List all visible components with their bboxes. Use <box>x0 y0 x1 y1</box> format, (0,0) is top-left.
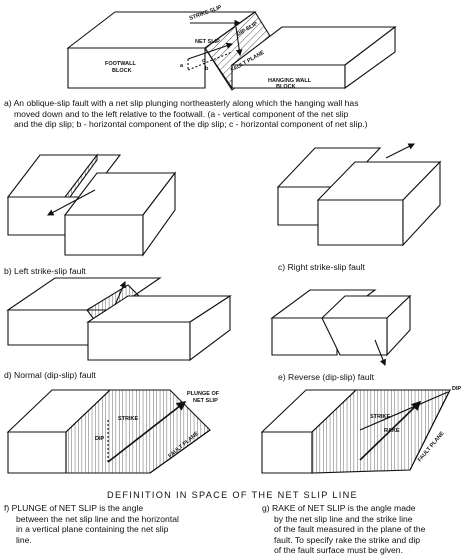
slip-arrow-left <box>47 189 96 216</box>
panel-d-normal-fault <box>6 277 232 362</box>
caption-e-text: Reverse (dip-slip) fault <box>288 372 375 382</box>
caption-f-letter: f) <box>4 503 10 513</box>
footwall-label: FOOTWALL <box>105 61 136 67</box>
panel-e-reverse-fault <box>270 289 412 367</box>
caption-a-line-1: An oblique-slip fault with a net slip pl… <box>13 98 359 108</box>
plunge-label-2: NET SLIP <box>193 398 218 404</box>
strike-label-g: STRIKE <box>370 414 391 420</box>
caption-g-letter: g) <box>262 503 270 513</box>
reverse-slip-arrow <box>374 339 387 367</box>
slip-arrow-right <box>385 143 415 159</box>
panel-a-oblique-slip-diagram <box>66 11 397 91</box>
component-c-label: c <box>202 58 205 64</box>
caption-g-line-4: fault. To specify rake the strike and di… <box>274 534 421 545</box>
caption-d-letter: d) <box>4 370 12 380</box>
caption-g: g) RAKE of NET SLIP is the angle made by… <box>262 503 462 556</box>
caption-b: b) Left strike-slip fault <box>4 266 86 277</box>
hangingwall-block-label: BLOCK <box>276 84 296 90</box>
strike-label-f: STRIKE <box>118 416 139 422</box>
caption-c: c) Right strike-slip fault <box>278 262 365 273</box>
caption-a-letter: a) <box>4 98 12 108</box>
dip-slip-arrow <box>114 280 126 306</box>
caption-f: f) PLUNGE of NET SLIP is the angle betwe… <box>4 503 214 545</box>
caption-f-line-1: is the angle <box>99 503 144 513</box>
caption-c-text: Right strike-slip fault <box>287 262 365 272</box>
caption-d-text: Normal (dip-slip) fault <box>14 370 96 380</box>
plunge-label-1: PLUNGE OF <box>187 391 220 397</box>
panel-g-rake-of-net-slip <box>260 389 451 474</box>
caption-a: a) An oblique-slip fault with a net slip… <box>4 98 462 130</box>
hangingwall-label: HANGING WALL <box>268 78 312 84</box>
rake-label-g: RAKE <box>384 428 400 434</box>
dip-label-g: DIP <box>452 386 462 392</box>
caption-d: d) Normal (dip-slip) fault <box>4 370 96 381</box>
caption-g-line-1: is the angle made <box>347 503 416 513</box>
caption-b-letter: b) <box>4 266 12 276</box>
net-slip-arrow-g <box>359 400 422 461</box>
net-slip-arrow <box>187 42 234 60</box>
caption-c-letter: c) <box>278 262 286 272</box>
caption-g-line-3: of the fault measured in the plane of th… <box>274 524 426 535</box>
caption-g-term: RAKE of NET SLIP <box>272 503 346 513</box>
caption-b-text: Left strike-slip fault <box>14 266 86 276</box>
caption-f-line-2: between the net slip line and the horizo… <box>16 513 179 524</box>
caption-f-term: PLUNGE of NET SLIP <box>11 503 97 513</box>
panel-c-right-strike-slip <box>276 143 442 247</box>
section-title: DEFINITION IN SPACE OF THE NET SLIP LINE <box>107 490 358 500</box>
net-slip-label: NET SLIP <box>195 39 220 45</box>
caption-a-line-3: and the dip slip; b - horizontal compone… <box>14 119 368 130</box>
panel-b-left-strike-slip <box>6 153 177 257</box>
footwall-block-label: BLOCK <box>112 68 132 74</box>
panel-f-plunge-of-net-slip <box>6 389 211 474</box>
caption-a-line-2: moved down and to the left relative to t… <box>14 108 349 119</box>
component-a-label: a <box>180 63 184 69</box>
caption-f-line-3: in a vertical plane containing the net s… <box>16 524 169 535</box>
caption-e-letter: e) <box>278 372 286 382</box>
caption-g-line-2: by the net slip line and the strike line <box>274 513 413 524</box>
caption-e: e) Reverse (dip-slip) fault <box>278 372 374 383</box>
caption-f-line-4: line. <box>16 534 32 545</box>
net-slip-arrow-f <box>107 401 187 463</box>
dip-label-f: DIP <box>95 436 105 442</box>
component-b-label: b <box>205 66 209 72</box>
caption-g-line-5: of the fault surface must be given. <box>274 545 403 556</box>
